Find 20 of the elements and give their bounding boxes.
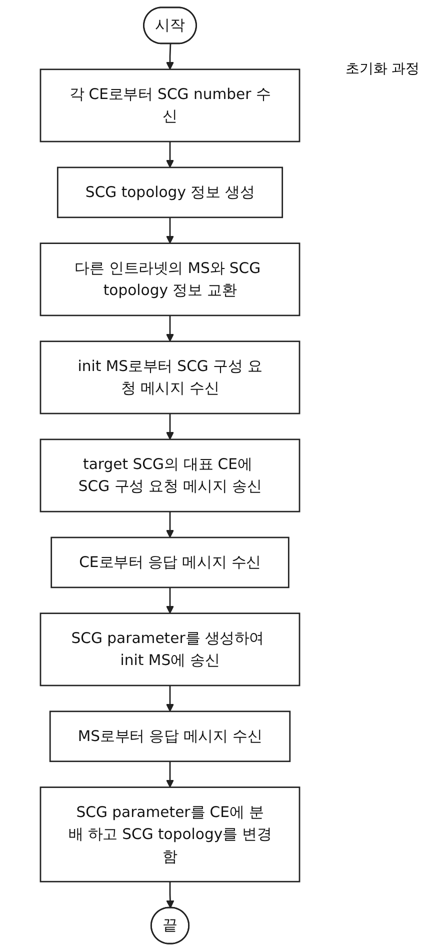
phase-label: 초기화 과정	[345, 60, 420, 78]
arrow	[166, 587, 174, 614]
node-box: 다른 인트라넷의 MS와 SCG topology 정보 교환	[40, 242, 300, 316]
node-box: 각 CE로부터 SCG number 수신	[40, 68, 300, 142]
arrow	[166, 512, 174, 538]
arrow	[166, 686, 174, 712]
arrow	[166, 142, 174, 168]
node-box: SCG topology 정보 생성	[56, 166, 284, 218]
arrow	[166, 44, 174, 70]
node-box: SCG parameter를 CE에 분배 하고 SCG topology를 변경함	[40, 786, 300, 882]
node-box: MS로부터 응답 메시지 수신	[49, 710, 291, 762]
arrow	[166, 882, 174, 908]
node-box: SCG parameter를 생성하여 init MS에 송신	[40, 612, 300, 686]
arrow	[166, 217, 174, 244]
arrow	[166, 761, 174, 788]
node-box: target SCG의 대표 CE에 SCG 구성 요청 메시지 송신	[40, 438, 300, 512]
node-box: init MS로부터 SCG 구성 요청 메시지 수신	[40, 340, 300, 414]
arrow	[166, 315, 174, 342]
node-box: CE로부터 응답 메시지 수신	[50, 536, 290, 588]
arrow	[166, 414, 174, 440]
